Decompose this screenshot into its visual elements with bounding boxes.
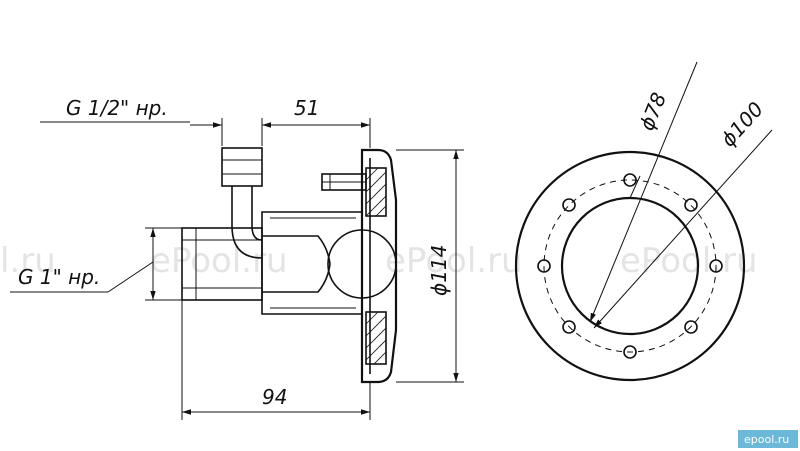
side-dimensions: G 1/2" нр. 51 G 1" нр. 94 ϕ114 xyxy=(10,96,464,420)
bolt-hole xyxy=(623,173,637,187)
logo: epool.ru xyxy=(738,430,798,448)
flange-outline xyxy=(360,148,398,384)
air-fitting xyxy=(221,147,263,187)
bolt-hole xyxy=(537,259,551,273)
watermark-3: ePool.ru xyxy=(385,241,523,281)
bolt-hole xyxy=(623,345,637,359)
logo-text: epool.ru xyxy=(744,433,789,446)
thread-side-label: G 1" нр. xyxy=(18,265,100,289)
upper-hatching xyxy=(365,167,387,217)
dim-51: 51 xyxy=(294,96,319,120)
watermark-1: l.ru xyxy=(0,241,56,281)
lower-hatching xyxy=(365,311,387,365)
lower-insert xyxy=(365,311,387,365)
side-view xyxy=(181,147,398,384)
nozzle-channel xyxy=(262,235,331,293)
ball xyxy=(327,229,397,299)
bolt-hole xyxy=(684,320,698,334)
watermark-2: ePool.ru xyxy=(150,241,288,281)
bolt-hole xyxy=(709,259,723,273)
bolt-circle xyxy=(543,179,717,353)
bolt-holes xyxy=(537,173,723,359)
dim-flange-diameter: ϕ114 xyxy=(427,245,451,296)
watermark-4: ePool.ru xyxy=(620,241,758,281)
air-tube xyxy=(231,186,263,259)
dim-94: 94 xyxy=(262,385,287,409)
watermark-layer: l.ru ePool.ru ePool.ru ePool.ru xyxy=(0,241,758,281)
bolt-hole xyxy=(562,320,576,334)
front-view: ϕ78 ϕ100 xyxy=(514,61,773,382)
outer-flange-circle xyxy=(514,150,746,382)
dim-inner-circle: ϕ78 xyxy=(634,89,671,134)
bolt-hole xyxy=(684,198,698,212)
logo-badge xyxy=(738,430,798,448)
side-pipe xyxy=(181,227,263,301)
bolt-hole xyxy=(562,198,576,212)
thread-top-label: G 1/2" нр. xyxy=(66,96,168,120)
